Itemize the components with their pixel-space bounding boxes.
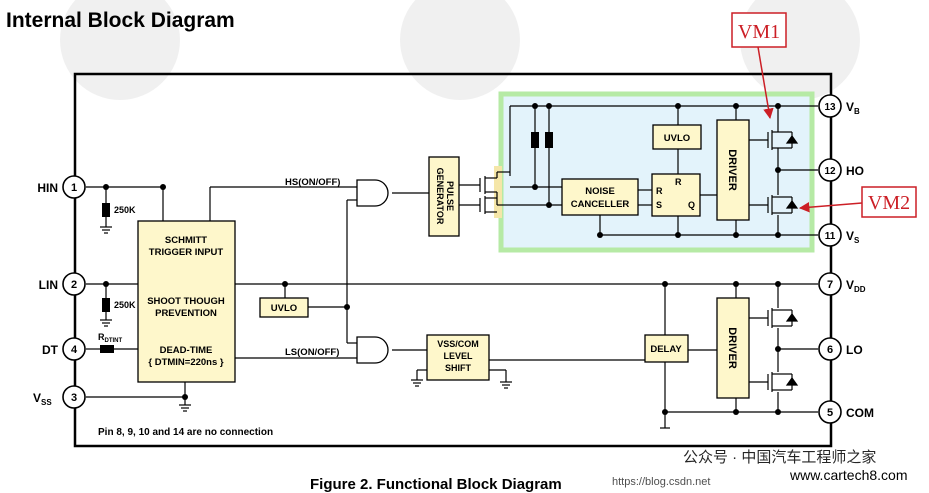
svg-text:2: 2 [71, 279, 77, 291]
svg-text:HIN: HIN [37, 181, 58, 195]
svg-text:3: 3 [71, 392, 77, 404]
diagram-title: Internal Block Diagram [6, 9, 235, 32]
high-side-highlight [498, 91, 815, 253]
pin-hin: 1 HIN [37, 175, 86, 199]
shoot-label-1: SHOOT THOUGH [147, 296, 225, 307]
figure-caption: Figure 2. Functional Block Diagram [310, 476, 562, 493]
ls-signal-label: LS(ON/OFF) [285, 347, 339, 358]
svg-text:DRIVER: DRIVER [726, 327, 738, 369]
pin-vdd: 7 VDD [818, 272, 866, 296]
svg-text:4: 4 [71, 344, 78, 356]
chip-outline [73, 72, 833, 448]
capacitors [531, 132, 553, 148]
shoot-label-2: PREVENTION [155, 308, 217, 319]
svg-text:DRIVER: DRIVER [726, 149, 738, 191]
svg-text:VM1: VM1 [738, 21, 780, 43]
svg-text:LO: LO [846, 343, 863, 357]
level-shift-mosfets [479, 166, 510, 218]
svg-text:DT: DT [42, 343, 59, 357]
schmitt-label-2: TRIGGER INPUT [149, 247, 224, 258]
svg-text:12: 12 [824, 166, 836, 177]
svg-text:5: 5 [827, 407, 833, 419]
svg-text:VM2: VM2 [868, 192, 910, 214]
svg-text:VB: VB [846, 100, 860, 116]
svg-text:VS: VS [846, 229, 860, 245]
svg-text:R: R [656, 186, 663, 196]
svg-text:UVLO: UVLO [664, 133, 690, 144]
hs-signal-label: HS(ON/OFF) [285, 177, 340, 188]
svg-text:7: 7 [827, 279, 833, 291]
driver-high-block: DRIVER [716, 119, 750, 221]
svg-text:CANCELLER: CANCELLER [571, 199, 630, 210]
uvlo-high-block: UVLO [652, 124, 702, 150]
no-connection-note: Pin 8, 9, 10 and 14 are no connection [98, 427, 273, 438]
svg-text:11: 11 [825, 231, 836, 242]
svg-text:VSS: VSS [33, 391, 52, 407]
pin-com: 5 COM [818, 400, 874, 424]
high-side-mosfets [767, 125, 799, 215]
deadtime-label-2: { DTMIN=220ns } [148, 357, 224, 368]
annotation-vm2: VM2 [798, 186, 917, 218]
driver-low-block: DRIVER [716, 297, 750, 399]
svg-text:1: 1 [71, 182, 77, 194]
pin-vs: 11 VS [818, 223, 860, 247]
annotation-vm1: VM1 [731, 12, 787, 120]
svg-text:VSS/COM: VSS/COM [437, 339, 479, 349]
rs-flipflop-block: R R S Q [651, 173, 701, 217]
low-side-mosfets [767, 308, 799, 392]
pin-dt: 4 DT [42, 337, 86, 361]
pin-vss: 3 VSS [33, 385, 86, 409]
uvlo-low-block: UVLO [259, 297, 309, 318]
watermark-brand: 公众号 · 中国汽车工程师之家 [683, 449, 876, 466]
and-gate-hs [356, 179, 389, 207]
resistor-dt [100, 345, 114, 353]
pin-lin: 2 LIN [39, 272, 86, 296]
junction-dots [103, 103, 781, 415]
svg-text:UVLO: UVLO [271, 303, 297, 314]
svg-text:6: 6 [827, 344, 833, 356]
level-shift-block: VSS/COM LEVEL SHIFT [426, 334, 490, 381]
svg-text:S: S [656, 200, 662, 210]
svg-text:R: R [675, 177, 682, 187]
svg-text:NOISE: NOISE [585, 186, 615, 197]
resistor-lin-label: 250K [114, 300, 136, 310]
svg-text:PULSE: PULSE [445, 181, 455, 211]
pin-vb: 13 VB [818, 94, 860, 118]
pin-ho: 12 HO [818, 158, 864, 182]
noise-canceller-block: NOISE CANCELLER [561, 178, 639, 216]
svg-text:LIN: LIN [39, 278, 58, 292]
wires [86, 105, 818, 429]
resistor-hin-label: 250K [114, 205, 136, 215]
delay-block: DELAY [644, 334, 689, 363]
and-gate-ls [356, 336, 389, 364]
svg-text:VDD: VDD [846, 278, 866, 294]
deadtime-label-1: DEAD-TIME [160, 345, 213, 356]
svg-text:COM: COM [846, 406, 874, 420]
watermark-site: www.cartech8.com [789, 467, 907, 483]
svg-text:GENERATOR: GENERATOR [435, 168, 445, 225]
svg-text:LEVEL: LEVEL [443, 351, 473, 361]
resistor-hin [102, 203, 110, 217]
svg-text:13: 13 [824, 102, 836, 113]
svg-text:SHIFT: SHIFT [445, 363, 472, 373]
pulse-generator-block: PULSE GENERATOR [428, 156, 460, 237]
schmitt-block: SCHMITT TRIGGER INPUT SHOOT THOUGH PREVE… [137, 220, 236, 383]
resistor-dt-label: RDTINT [98, 332, 122, 344]
svg-text:DELAY: DELAY [650, 344, 682, 355]
svg-text:HO: HO [846, 164, 864, 178]
schmitt-label-1: SCHMITT [165, 235, 207, 246]
watermark-url: https://blog.csdn.net [612, 476, 710, 488]
resistors: 250K 250K RDTINT [98, 203, 136, 353]
svg-text:Q: Q [688, 200, 695, 210]
pin-lo: 6 LO [818, 337, 863, 361]
resistor-lin [102, 298, 110, 312]
